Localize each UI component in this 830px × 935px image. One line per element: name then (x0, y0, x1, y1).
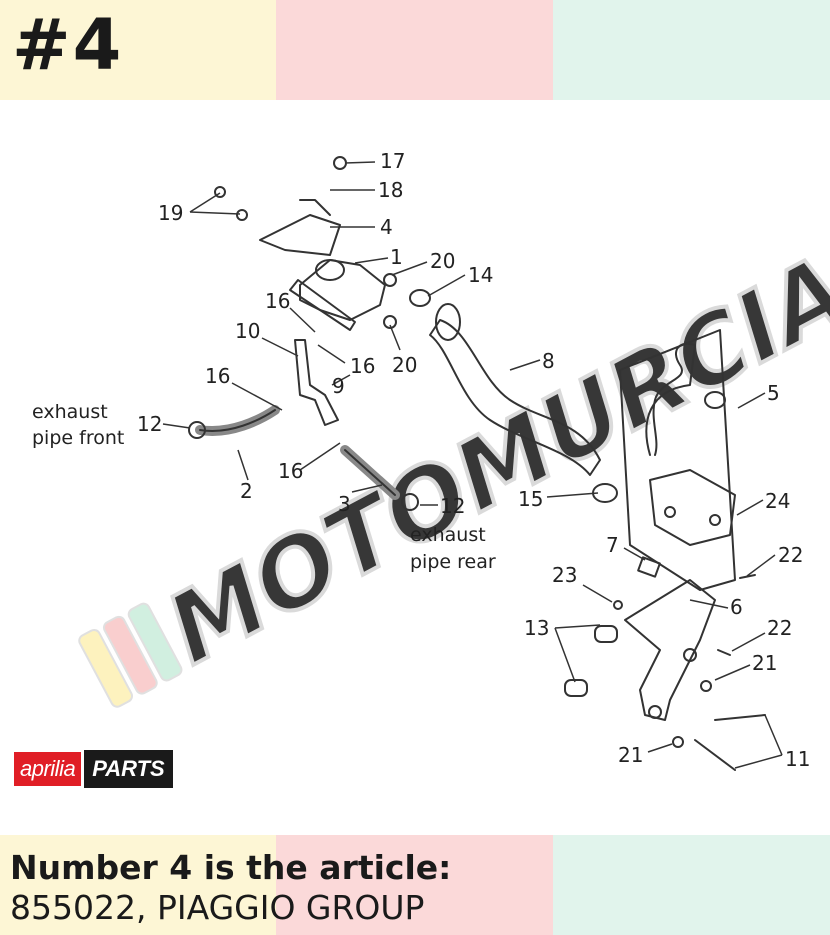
callout-7: 7 (606, 533, 619, 557)
bottom-color-band (0, 835, 830, 935)
callout-20-bottom: 20 (392, 353, 417, 377)
callout-10: 10 (235, 319, 260, 343)
logo-suffix: PARTS (84, 750, 173, 788)
label-exhaust-front-line2: pipe front (32, 427, 124, 449)
callout-20-top: 20 (430, 249, 455, 273)
callout-11: 11 (785, 747, 810, 771)
article-title: Number 4 is the article: (10, 848, 452, 887)
valve-body (299, 259, 386, 321)
callout-16-b: 16 (350, 354, 375, 378)
callout-22-b: 22 (767, 616, 792, 640)
callout-18: 18 (378, 178, 403, 202)
callout-13: 13 (524, 616, 549, 640)
bracket (624, 579, 716, 721)
cover (649, 469, 736, 546)
callout-1: 1 (390, 245, 403, 269)
label-exhaust-rear-line1: exhaust (410, 524, 486, 546)
part-number-heading: #4 (12, 4, 124, 86)
callout-9: 9 (332, 374, 345, 398)
callout-16-a: 16 (265, 289, 290, 313)
exploded-parts-diagram: MOTOMURCIA (32, 149, 830, 771)
callout-4: 4 (380, 215, 393, 239)
callout-22-a: 22 (778, 543, 803, 567)
callout-3: 3 (338, 492, 351, 516)
callout-19: 19 (158, 201, 183, 225)
callout-23: 23 (552, 563, 577, 587)
heat-shield (619, 329, 736, 591)
callout-8: 8 (542, 349, 555, 373)
callout-16-d: 16 (278, 459, 303, 483)
callout-14: 14 (468, 263, 493, 287)
callout-6: 6 (730, 595, 743, 619)
label-exhaust-rear-line2: pipe rear (410, 551, 496, 573)
callout-12-front: 12 (137, 412, 162, 436)
callout-21-b: 21 (618, 743, 643, 767)
hose-large (429, 319, 601, 476)
callout-16-c: 16 (205, 364, 230, 388)
label-exhaust-front-line1: exhaust (32, 401, 108, 423)
top-color-band (0, 0, 830, 100)
callout-12-rear: 12 (440, 494, 465, 518)
callout-5: 5 (767, 381, 780, 405)
aprilia-parts-logo: aprilia PARTS (14, 748, 173, 790)
article-code: 855022, PIAGGIO GROUP (10, 888, 425, 927)
callout-24: 24 (765, 489, 790, 513)
callout-17: 17 (380, 149, 405, 173)
callout-2: 2 (240, 479, 253, 503)
watermark: MOTOMURCIA (78, 232, 830, 708)
logo-brand: aprilia (14, 752, 82, 786)
callout-21-a: 21 (752, 651, 777, 675)
callout-15: 15 (518, 487, 543, 511)
